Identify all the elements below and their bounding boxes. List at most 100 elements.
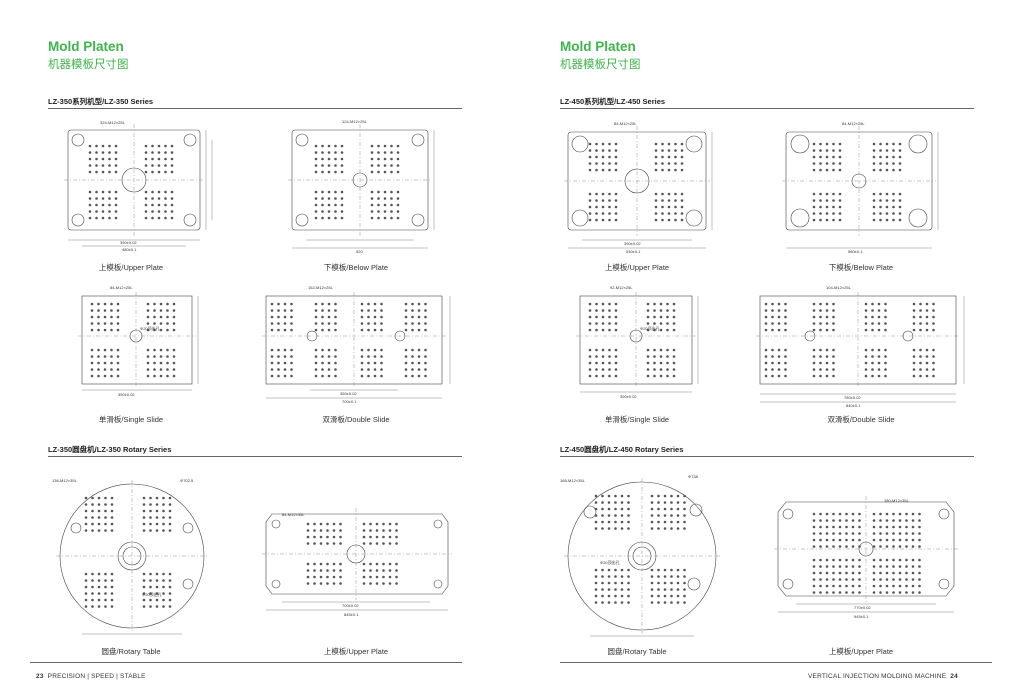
bolt-hole — [411, 328, 414, 332]
bolt-hole — [872, 218, 876, 222]
bolt-hole — [892, 538, 895, 542]
bolt-hole — [88, 151, 92, 154]
bolt-hole — [919, 368, 922, 371]
bolt-hole — [918, 525, 921, 529]
bolt-hole — [411, 361, 414, 365]
bolt-hole — [838, 205, 842, 209]
bolt-hole — [627, 575, 630, 578]
hole-grid — [594, 494, 630, 530]
below-w: 520 — [356, 249, 363, 254]
bolt-hole — [375, 562, 379, 566]
bolt-hole — [110, 322, 113, 325]
bolt-hole — [396, 210, 400, 213]
bolt-hole — [101, 197, 105, 200]
bolt-hole — [885, 212, 889, 215]
r-rotary-thread: 168-M12×35L — [560, 478, 586, 483]
bolt-hole — [672, 361, 676, 365]
bolt-hole — [327, 203, 331, 207]
bolt-hole — [110, 572, 114, 576]
bolt-hole — [380, 368, 383, 371]
bolt-hole — [377, 164, 380, 167]
bolt-hole — [825, 155, 829, 159]
bolt-hole — [919, 361, 922, 365]
bolt-hole — [601, 309, 605, 312]
bolt-hole — [340, 164, 344, 167]
bolt-hole — [892, 512, 895, 516]
bolt-hole — [607, 527, 611, 530]
bolt-hole — [373, 322, 377, 325]
bolt-hole — [290, 328, 293, 332]
bolt-hole — [771, 368, 774, 371]
bolt-hole — [108, 157, 111, 161]
bolt-hole — [162, 579, 165, 582]
bolt-hole — [608, 149, 611, 152]
bolt-hole — [90, 322, 94, 325]
bolt-hole — [912, 361, 916, 365]
bolt-hole — [110, 598, 114, 602]
bolt-hole — [812, 168, 816, 172]
bolt-hole — [819, 578, 822, 581]
bolt-hole — [885, 532, 889, 535]
bolt-hole — [388, 529, 392, 532]
bolt-hole — [332, 542, 336, 545]
bolt-hole — [417, 328, 421, 332]
bolt-hole — [620, 588, 624, 591]
bolt-hole — [607, 501, 611, 504]
bolt-hole — [911, 538, 915, 542]
bolt-hole — [277, 322, 280, 325]
bolt-hole — [334, 164, 337, 167]
bolt-hole — [608, 162, 611, 165]
bolt-hole — [283, 374, 287, 378]
bolt-hole — [832, 538, 835, 542]
bolt-hole — [627, 594, 630, 598]
bolt-hole — [683, 501, 686, 504]
bolt-hole — [885, 512, 889, 516]
bolt-hole — [84, 592, 88, 595]
bolt-hole — [340, 151, 344, 154]
bolt-hole — [663, 507, 667, 511]
bolt-hole — [838, 218, 842, 222]
bolt-hole — [654, 149, 658, 152]
bolt-hole — [667, 168, 671, 172]
bolt-hole — [340, 144, 344, 148]
r-single-hole-note: Φ20顶出孔 — [640, 325, 660, 331]
bolt-hole — [283, 315, 287, 319]
bolt-hole — [608, 155, 611, 159]
bolt-hole — [657, 520, 660, 524]
bolt-hole — [654, 142, 658, 146]
bolt-hole — [825, 168, 829, 172]
bolt-hole — [932, 374, 935, 378]
bolt-hole — [877, 374, 881, 378]
bolt-hole — [101, 144, 105, 148]
hole-grid — [812, 302, 835, 332]
bolt-hole — [101, 157, 105, 161]
bolt-hole — [339, 582, 342, 585]
bolt-hole — [819, 348, 822, 352]
bolt-hole — [97, 605, 101, 608]
bolt-hole — [162, 509, 165, 513]
bolt-hole — [162, 503, 165, 506]
bolt-hole — [417, 361, 421, 365]
bolt-hole — [159, 368, 163, 371]
bolt-hole — [614, 588, 617, 591]
bolt-hole — [588, 218, 592, 222]
bolt-hole — [373, 309, 377, 312]
bolt-hole — [170, 151, 174, 154]
bolt-hole — [812, 525, 816, 529]
bolt-hole — [595, 348, 598, 352]
bolt-hole — [614, 507, 617, 511]
bolt-hole — [819, 519, 822, 522]
bolt-hole — [925, 348, 929, 352]
bolt-hole — [670, 575, 673, 578]
bolt-hole — [595, 155, 598, 159]
bolt-hole — [898, 218, 902, 222]
bolt-hole — [872, 584, 876, 588]
bolt-hole — [270, 309, 274, 312]
bolt-hole — [108, 170, 111, 174]
bolt-hole — [819, 525, 822, 529]
bolt-hole — [360, 374, 364, 378]
hole-grid — [764, 302, 787, 332]
bolt-hole — [110, 592, 114, 595]
bolt-hole — [164, 190, 167, 194]
bolt-hole — [905, 532, 908, 535]
